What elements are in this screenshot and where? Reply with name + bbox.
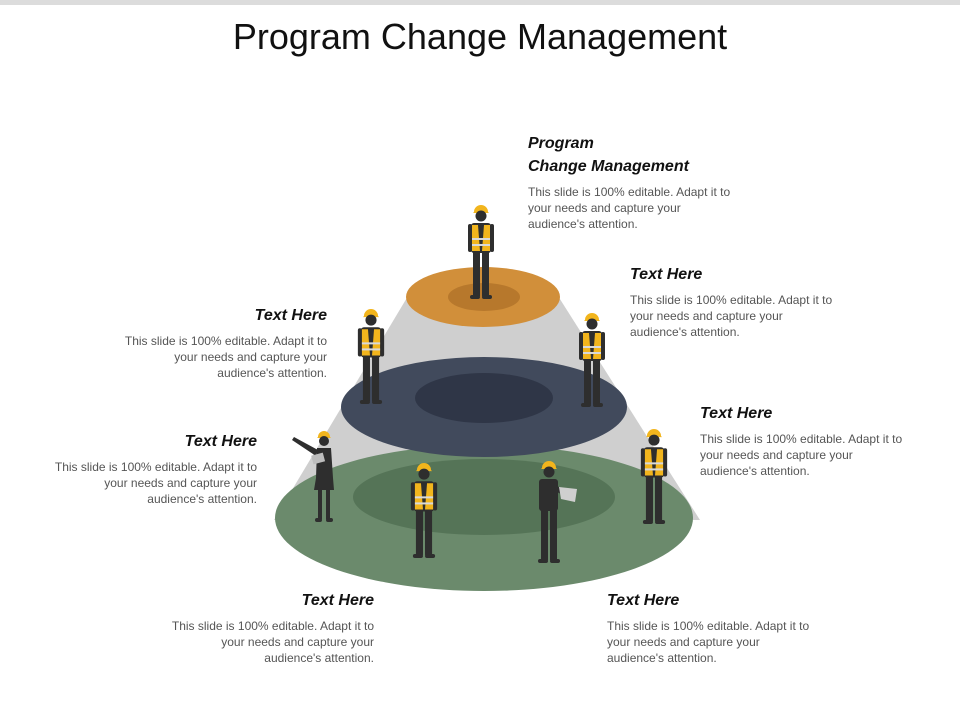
worker-figure-icon: [579, 313, 605, 407]
callout-middle-left-body: This slide is 100% editable. Adapt it to…: [54, 460, 257, 506]
callout-bottom-right-heading: Text Here: [607, 592, 680, 609]
callout-top-body: This slide is 100% editable. Adapt it to…: [528, 185, 731, 231]
worker-figure-icon: [410, 463, 438, 558]
callout-middle-left-heading: Text Here: [184, 433, 257, 450]
worker-figure-icon: [357, 309, 385, 404]
callout-bottom-left-body: This slide is 100% editable. Adapt it to…: [171, 619, 374, 665]
reading-man-figure-icon: [538, 461, 577, 563]
callout-upper-left: Text Here This slide is 100% editable. A…: [115, 304, 327, 381]
callout-top-heading: Program Change Management: [528, 135, 689, 175]
worker-figure-icon: [640, 429, 668, 524]
callout-upper-left-body: This slide is 100% editable. Adapt it to…: [124, 334, 327, 380]
slide-title: Program Change Management: [232, 16, 728, 57]
worker-figure-icon: [468, 205, 494, 299]
pointing-woman-figure-icon: [292, 431, 334, 522]
callout-top: Program Change Management This slide is …: [528, 132, 740, 232]
callout-middle-right: Text Here This slide is 100% editable. A…: [700, 402, 912, 479]
callout-upper-right-heading: Text Here: [630, 266, 703, 283]
callout-bottom-right-body: This slide is 100% editable. Adapt it to…: [607, 619, 810, 665]
callout-upper-right: Text Here This slide is 100% editable. A…: [630, 263, 835, 340]
callout-middle-right-heading: Text Here: [700, 405, 773, 422]
middle-tier-inner: [415, 373, 553, 423]
callout-bottom-right: Text Here This slide is 100% editable. A…: [607, 589, 819, 666]
callout-bottom-left: Text Here This slide is 100% editable. A…: [162, 589, 374, 666]
callout-bottom-left-heading: Text Here: [301, 592, 374, 609]
callout-middle-right-body: This slide is 100% editable. Adapt it to…: [700, 432, 903, 478]
callout-middle-left: Text Here This slide is 100% editable. A…: [45, 430, 257, 507]
callout-upper-left-heading: Text Here: [254, 307, 327, 324]
top-accent-bar: [0, 0, 960, 5]
callout-upper-right-body: This slide is 100% editable. Adapt it to…: [630, 293, 833, 339]
